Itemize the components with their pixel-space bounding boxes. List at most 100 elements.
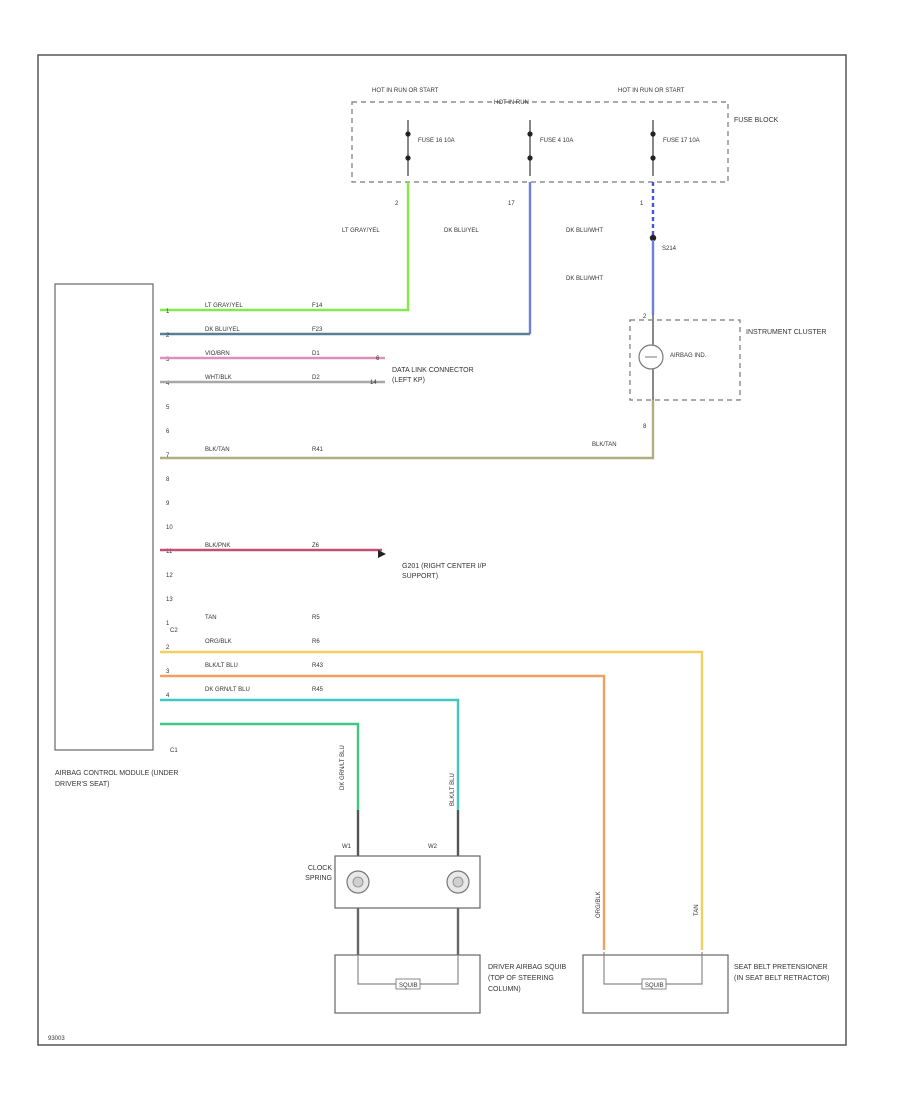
seat-belt-pretensioner: SQUIB SEAT BELT PRETENSIONER (IN SEAT BE… — [582, 952, 830, 1014]
row-pin-number: 1 — [166, 621, 170, 627]
connector-row: 12 — [166, 573, 173, 579]
wire-label-dk-grn-vertical: DK GRN/LT BLU — [340, 745, 346, 790]
fuse-17-top-terminal — [650, 131, 656, 137]
acm-connector-c1: C1 — [170, 748, 178, 754]
wire-label-tan-vertical: TAN — [694, 904, 700, 916]
vertical-feeds: LT GRAY/YEL DK BLU/YEL S214 DK BLU/WHT D… — [160, 182, 677, 336]
clock-spring-label: CLOCK SPRING — [305, 865, 332, 882]
fuse-4-pin: 17 — [508, 201, 515, 207]
fuse-16-pin: 2 — [395, 201, 399, 207]
clock-spring-conn-w2: W2 — [428, 844, 438, 850]
diagram-frame — [37, 54, 847, 1046]
connector-row: 6 — [166, 429, 170, 435]
wire-label-dk-blu-wht-upper: DK BLU/WHT — [566, 228, 603, 234]
connector-row: 2 ORG/BLK R6 — [166, 639, 320, 651]
acm-body — [54, 283, 154, 751]
fuse-16-bottom-terminal — [405, 155, 411, 161]
cluster-pin-top: 2 — [643, 314, 647, 320]
dlc-label-box: DATA LINK CONNECTOR (LEFT KP) — [392, 367, 474, 384]
driver-airbag-squib-text: SQUIB — [399, 983, 418, 989]
row-pin-number: 9 — [166, 501, 170, 507]
ground-symbol-icon — [378, 550, 386, 558]
row-wire-color-label: ORG/BLK — [205, 639, 232, 645]
row-wire-color-label: BLK/TAN — [205, 447, 230, 453]
connector-row: 5 — [166, 405, 170, 411]
clock-spring-label-box: CLOCK SPRING — [305, 865, 332, 882]
row-circuit-label: D2 — [312, 375, 320, 381]
ground-label: G201 (RIGHT CENTER I/P SUPPORT) — [402, 563, 487, 580]
airbag-control-module: C2 C1 AIRBAG CONTROL MODULE (UNDER DRIVE… — [54, 283, 179, 788]
row-wire-color-label: BLK/PNK — [205, 543, 230, 549]
connector-row: 8 — [166, 477, 170, 483]
row-pin-number: 3 — [166, 669, 170, 675]
acm-connector-c2: C2 — [170, 628, 178, 634]
row-pin-number: 4 — [166, 381, 170, 387]
row-circuit-label: R43 — [312, 663, 324, 669]
driver-airbag-label-box: DRIVER AIRBAG SQUIB (TOP OF STEERING COL… — [488, 964, 566, 993]
fuse-16-label: FUSE 16 10A — [418, 138, 455, 144]
fuse-header-mid: HOT IN RUN — [494, 100, 529, 106]
row-circuit-label: R5 — [312, 615, 320, 621]
dlc-pin-b: 14 — [370, 380, 377, 386]
row-circuit-label: R6 — [312, 639, 320, 645]
pretensioner-label: SEAT BELT PRETENSIONER (IN SEAT BELT RET… — [734, 964, 830, 982]
row-wire-color-label: WHT/BLK — [205, 375, 232, 381]
wire-org-blk — [160, 674, 606, 950]
row-wire-color-label: BLK/LT BLU — [205, 663, 238, 669]
row-circuit-label: D1 — [312, 351, 320, 357]
fuse-17-pin: 1 — [640, 201, 644, 207]
dlc-label: DATA LINK CONNECTOR (LEFT KP) — [392, 367, 474, 384]
wire-blk-tan-return — [160, 400, 655, 460]
fuse-block-outline — [351, 101, 729, 183]
wire-label-org-blk-vertical: ORG/BLK — [596, 891, 602, 918]
row-pin-number: 12 — [166, 573, 173, 579]
connector-row: 11 BLK/PNK Z6 — [160, 543, 382, 555]
row-pin-number: 6 — [166, 429, 170, 435]
acm-label: AIRBAG CONTROL MODULE (UNDER DRIVER'S SE… — [55, 770, 179, 788]
row-wire-color-label: TAN — [205, 615, 217, 621]
wire-tan — [160, 650, 704, 950]
wire-label-blk-lt-blu-vertical: BLK/LT BLU — [450, 773, 456, 806]
row-pin-number: 2 — [166, 645, 170, 651]
row-circuit-label: R41 — [312, 447, 324, 453]
row-wire-color-label: LT GRAY/YEL — [205, 303, 243, 309]
fuse-block-label: FUSE BLOCK — [734, 117, 779, 124]
diagram-id: 93003 — [48, 1036, 65, 1042]
fuse-4-label: FUSE 4 10A — [540, 138, 573, 144]
fuse-17-bottom-terminal — [650, 155, 656, 161]
pretensioner-label-box: SEAT BELT PRETENSIONER (IN SEAT BELT RET… — [734, 964, 830, 982]
row-circuit-label: Z6 — [312, 543, 320, 549]
wire-label-blk-tan-return: BLK/TAN — [592, 442, 617, 448]
fuse-16-top-terminal — [405, 131, 411, 137]
row-circuit-label: F23 — [312, 327, 323, 333]
driver-airbag: SQUIB DRIVER AIRBAG SQUIB (TOP OF STEERI… — [334, 954, 566, 1014]
wire-dk-grn-lt-blu — [160, 722, 360, 810]
instrument-cluster: AIRBAG IND. INSTRUMENT CLUSTER 2 8 BLK/T… — [160, 314, 826, 460]
fuse-17: FUSE 17 10A 1 — [640, 120, 700, 207]
cluster-pin-bottom: 8 — [643, 424, 647, 430]
connector-row: 10 — [166, 525, 173, 531]
row-circuit-label: R45 — [312, 687, 324, 693]
row-pin-number: 1 — [166, 309, 170, 315]
fuse-header-right: HOT IN RUN OR START — [618, 88, 685, 94]
lower-wires: DK GRN/LT BLU BLK/LT BLU ORG/BLK TAN — [160, 650, 704, 950]
row-pin-number: 8 — [166, 477, 170, 483]
row-pin-number: 3 — [166, 357, 170, 363]
connector-row: 4 WHT/BLK D2 — [160, 375, 385, 387]
connector-row: 3 BLK/LT BLU R43 — [166, 663, 324, 675]
instrument-cluster-label: INSTRUMENT CLUSTER — [746, 329, 826, 336]
clock-spring: W1 W2 CLOCK SPRING — [305, 844, 481, 956]
row-pin-number: 11 — [166, 549, 173, 555]
fuse-block: HOT IN RUN OR START HOT IN RUN HOT IN RU… — [351, 88, 779, 207]
clock-spring-conn-w1: W1 — [342, 844, 352, 850]
wire-label-dk-blu-yel: DK BLU/YEL — [444, 228, 479, 234]
fuse-16: FUSE 16 10A 2 — [395, 120, 455, 207]
row-wire-color-label: DK BLU/YEL — [205, 327, 240, 333]
connector-row: 9 — [166, 501, 170, 507]
ground-g201: G201 (RIGHT CENTER I/P SUPPORT) — [378, 550, 487, 580]
